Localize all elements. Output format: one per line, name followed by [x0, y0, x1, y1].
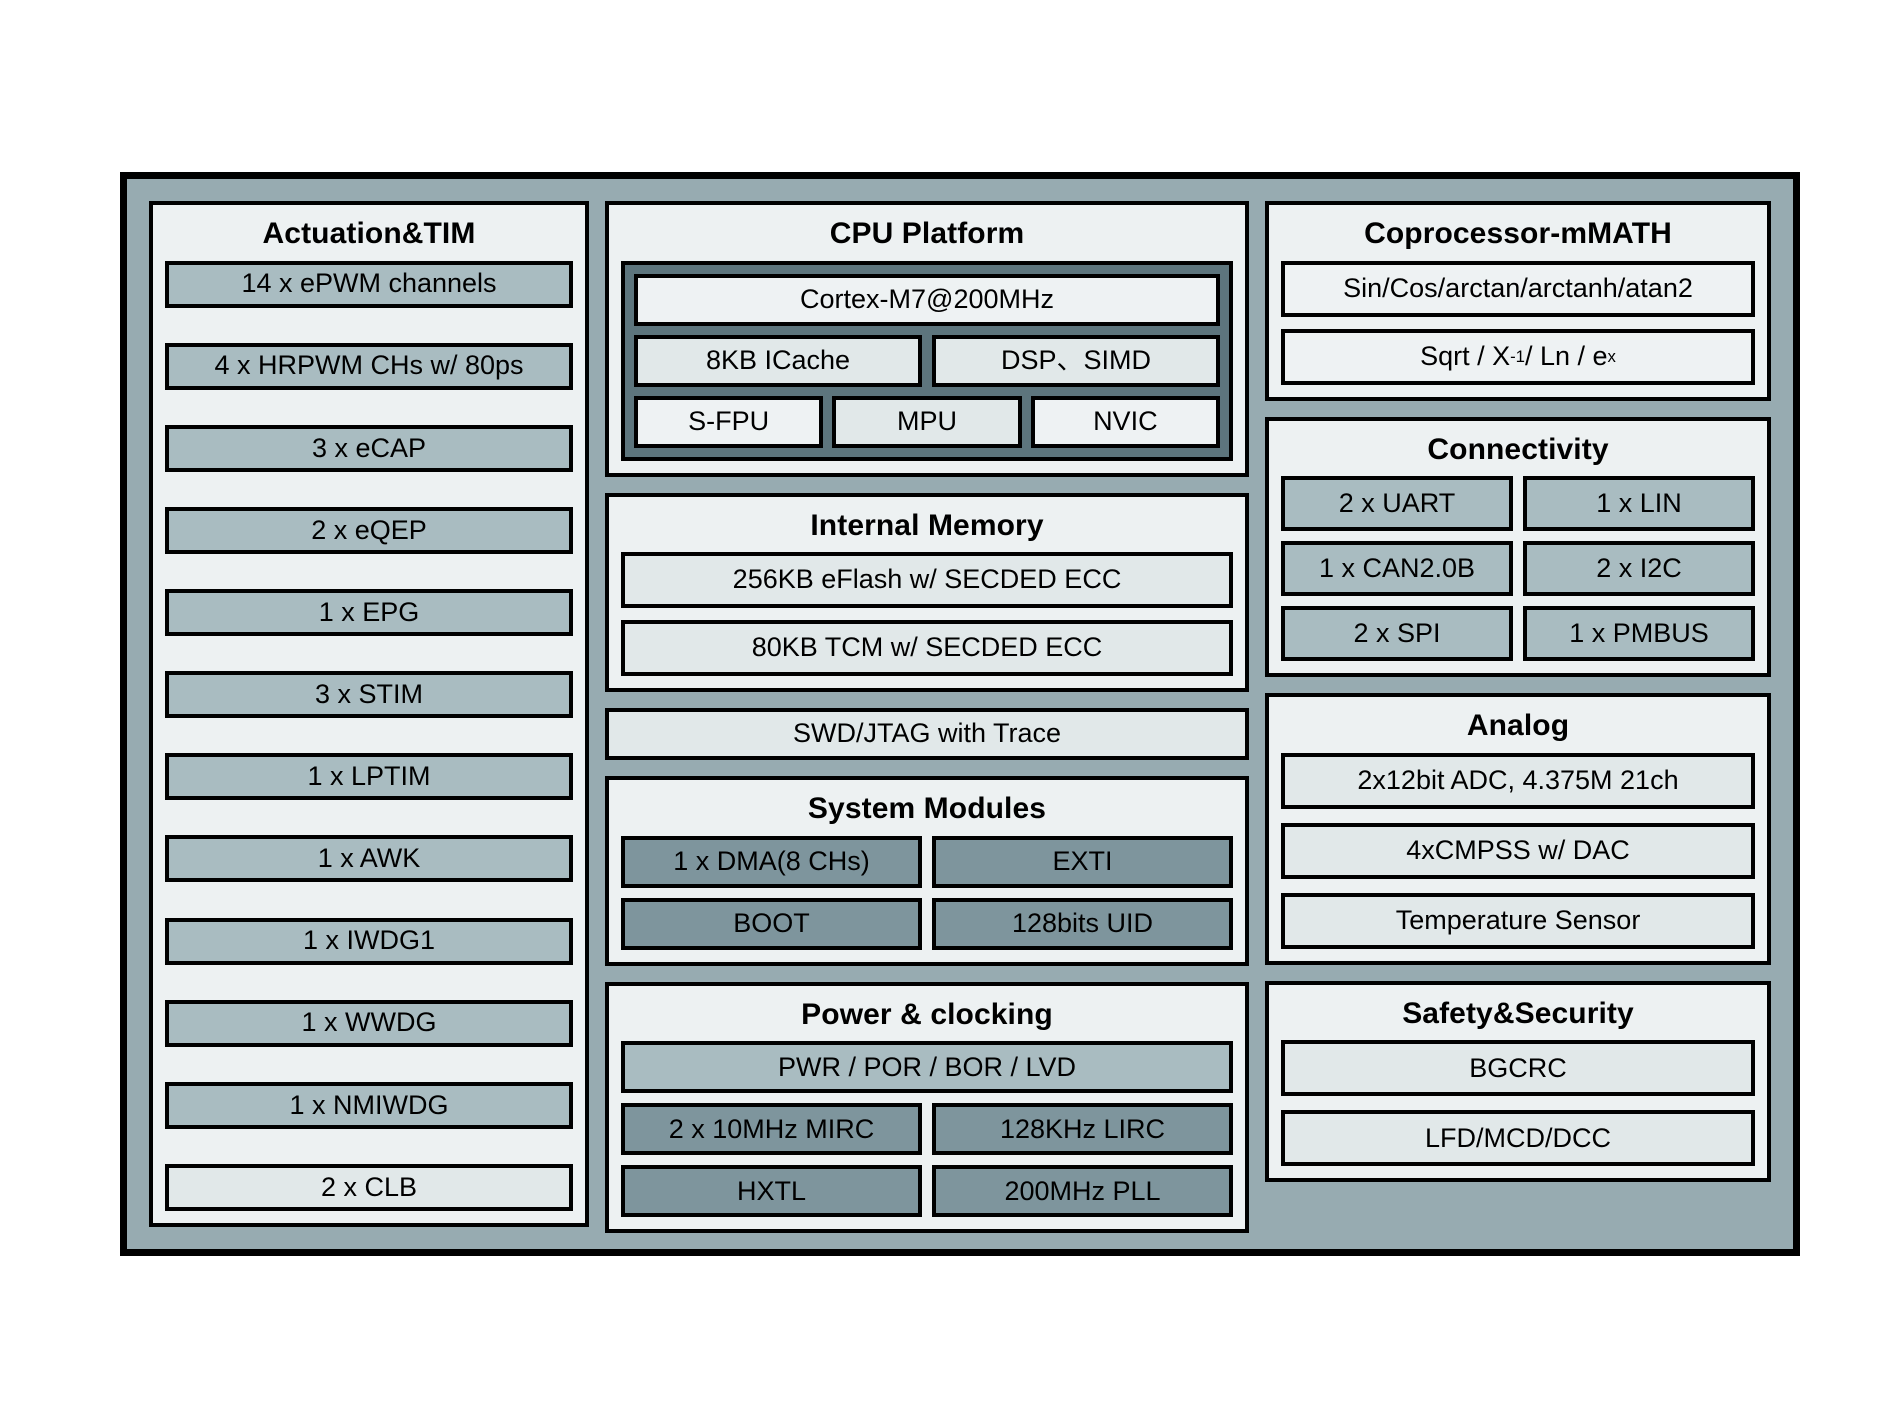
cell-swd-jtag-trace[interactable]: SWD/JTAG with Trace [605, 708, 1249, 761]
cell-pll[interactable]: 200MHz PLL [932, 1165, 1233, 1218]
cell-icache[interactable]: 8KB ICache [634, 334, 922, 387]
group-coprocessor-mmath: Coprocessor-mMATH Sin/Cos/arctan/arctanh… [1265, 201, 1771, 401]
cell-wwdg[interactable]: 1 x WWDG [165, 999, 573, 1047]
group-title-power-clocking: Power & clocking [801, 997, 1053, 1031]
internal-memory-list: 256KB eFlash w/ SECDED ECC 80KB TCM w/ S… [621, 552, 1233, 677]
cell-s-fpu[interactable]: S-FPU [634, 395, 824, 448]
group-title-analog: Analog [1466, 709, 1570, 743]
group-title-safety-security: Safety&Security [1402, 996, 1634, 1030]
cpu-core-frame: Cortex-M7@200MHz 8KB ICache DSP、SIMD S-F… [621, 260, 1233, 461]
group-power-clocking: Power & clocking PWR / POR / BOR / LVD 2… [605, 981, 1249, 1234]
group-actuation-tim: Actuation&TIM 14 x ePWM channels 4 x HRP… [149, 201, 589, 1227]
column-left: Actuation&TIM 14 x ePWM channels 4 x HRP… [149, 201, 589, 1227]
cell-ecap[interactable]: 3 x eCAP [165, 424, 573, 472]
column-right: Coprocessor-mMATH Sin/Cos/arctan/arctanh… [1265, 201, 1771, 1227]
cell-nmiwdg[interactable]: 1 x NMIWDG [165, 1081, 573, 1129]
cell-epwm-channels[interactable]: 14 x ePWM channels [165, 260, 573, 308]
diagram-columns: Actuation&TIM 14 x ePWM channels 4 x HRP… [149, 201, 1771, 1234]
cell-pwr-por-bor-lvd[interactable]: PWR / POR / BOR / LVD [621, 1041, 1233, 1094]
group-connectivity: Connectivity 2 x UART 1 x LIN 1 x CAN2.0… [1265, 416, 1771, 678]
sysmod-row-2: BOOT 128bits UID [621, 897, 1233, 950]
group-title-system-modules: System Modules [807, 792, 1047, 826]
cell-awk[interactable]: 1 x AWK [165, 835, 573, 883]
cell-lptim[interactable]: 1 x LPTIM [165, 753, 573, 801]
conn-row-3: 2 x SPI 1 x PMBUS [1281, 606, 1755, 662]
cell-uart[interactable]: 2 x UART [1281, 476, 1513, 532]
cell-lirc[interactable]: 128KHz LIRC [932, 1103, 1233, 1156]
cell-iwdg1[interactable]: 1 x IWDG1 [165, 917, 573, 965]
group-safety-security: Safety&Security BGCRC LFD/MCD/DCC [1265, 980, 1771, 1183]
cell-clb[interactable]: 2 x CLB [165, 1163, 573, 1211]
cell-pmbus[interactable]: 1 x PMBUS [1523, 606, 1755, 662]
pclk-row-2: HXTL 200MHz PLL [621, 1165, 1233, 1218]
cell-bgcrc[interactable]: BGCRC [1281, 1040, 1755, 1097]
cell-uid[interactable]: 128bits UID [932, 897, 1233, 950]
group-internal-memory: Internal Memory 256KB eFlash w/ SECDED E… [605, 492, 1249, 693]
group-analog: Analog 2x12bit ADC, 4.375M 21ch 4xCMPSS … [1265, 693, 1771, 965]
cell-adc[interactable]: 2x12bit ADC, 4.375M 21ch [1281, 752, 1755, 809]
group-title-coprocessor-mmath: Coprocessor-mMATH [1364, 217, 1672, 250]
cell-lin[interactable]: 1 x LIN [1523, 476, 1755, 532]
cell-trig-functions[interactable]: Sin/Cos/arctan/arctanh/atan2 [1281, 260, 1755, 317]
cell-exti[interactable]: EXTI [932, 835, 1233, 888]
cell-stim[interactable]: 3 x STIM [165, 671, 573, 719]
cell-eflash[interactable]: 256KB eFlash w/ SECDED ECC [621, 552, 1233, 609]
cell-mirc[interactable]: 2 x 10MHz MIRC [621, 1103, 922, 1156]
group-cpu-platform: CPU Platform Cortex-M7@200MHz 8KB ICache… [605, 201, 1249, 477]
actuation-item-list: 14 x ePWM channels 4 x HRPWM CHs w/ 80ps… [165, 260, 573, 1211]
group-debug-band: SWD/JTAG with Trace [605, 708, 1249, 761]
cell-dsp-simd[interactable]: DSP、SIMD [932, 334, 1220, 387]
group-title-actuation-tim: Actuation&TIM [262, 217, 476, 250]
cell-spi[interactable]: 2 x SPI [1281, 606, 1513, 662]
conn-row-2: 1 x CAN2.0B 2 x I2C [1281, 541, 1755, 597]
cell-epg[interactable]: 1 x EPG [165, 589, 573, 637]
cpu-row-fpu-mpu-nvic: S-FPU MPU NVIC [634, 395, 1220, 448]
cell-dma[interactable]: 1 x DMA(8 CHs) [621, 835, 922, 888]
conn-row-1: 2 x UART 1 x LIN [1281, 476, 1755, 532]
group-title-cpu-platform: CPU Platform [829, 217, 1025, 250]
cell-eqep[interactable]: 2 x eQEP [165, 506, 573, 554]
soc-block-diagram: Actuation&TIM 14 x ePWM channels 4 x HRP… [120, 172, 1800, 1256]
cell-boot[interactable]: BOOT [621, 897, 922, 950]
cell-hxtl[interactable]: HXTL [621, 1165, 922, 1218]
cell-cortex-m7[interactable]: Cortex-M7@200MHz [634, 273, 1220, 326]
group-system-modules: System Modules 1 x DMA(8 CHs) EXTI BOOT … [605, 776, 1249, 966]
group-title-connectivity: Connectivity [1427, 432, 1609, 466]
cell-mpu[interactable]: MPU [832, 395, 1022, 448]
group-title-internal-memory: Internal Memory [810, 508, 1044, 542]
cell-nvic[interactable]: NVIC [1030, 395, 1220, 448]
cell-cmpss-dac[interactable]: 4xCMPSS w/ DAC [1281, 822, 1755, 879]
cell-can[interactable]: 1 x CAN2.0B [1281, 541, 1513, 597]
column-middle: CPU Platform Cortex-M7@200MHz 8KB ICache… [605, 201, 1249, 1234]
sysmod-row-1: 1 x DMA(8 CHs) EXTI [621, 835, 1233, 888]
cell-lfd-mcd-dcc[interactable]: LFD/MCD/DCC [1281, 1110, 1755, 1167]
cell-tcm[interactable]: 80KB TCM w/ SECDED ECC [621, 620, 1233, 677]
cell-i2c[interactable]: 2 x I2C [1523, 541, 1755, 597]
cell-temp-sensor[interactable]: Temperature Sensor [1281, 892, 1755, 949]
cell-hrpwm-chs[interactable]: 4 x HRPWM CHs w/ 80ps [165, 342, 573, 390]
pclk-row-1: 2 x 10MHz MIRC 128KHz LIRC [621, 1103, 1233, 1156]
cpu-row-cache-dsp: 8KB ICache DSP、SIMD [634, 334, 1220, 387]
